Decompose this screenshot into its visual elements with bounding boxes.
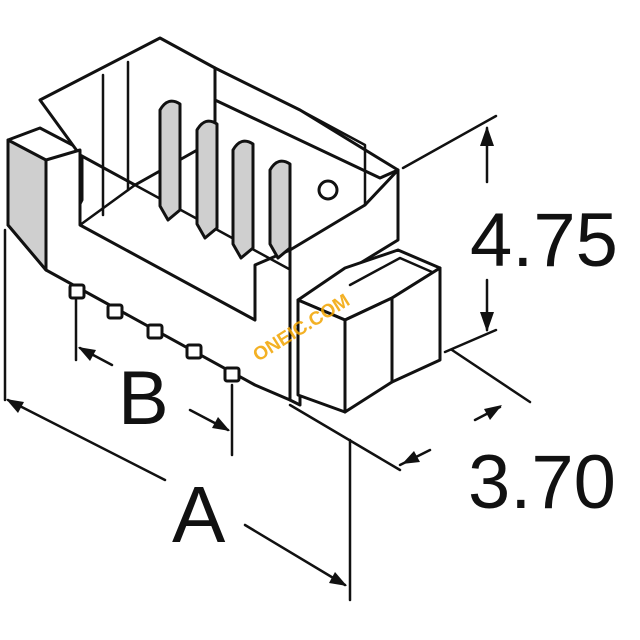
a-line-left — [6, 398, 167, 482]
pin-1 — [158, 99, 182, 222]
mounting-tab — [296, 248, 442, 414]
a-line-right — [243, 523, 347, 587]
tail-5 — [223, 366, 241, 383]
a-arrowhead-right — [329, 572, 347, 586]
width-dimension-label: A — [172, 470, 226, 559]
left-end-face — [6, 138, 48, 272]
height-ext-bottom — [443, 328, 498, 354]
depth-ext-right — [450, 348, 532, 404]
right-top-edge — [298, 108, 367, 207]
solder-tails — [68, 283, 241, 383]
b-arrowhead-right — [212, 417, 230, 431]
latch-dimple — [317, 179, 339, 201]
tab-left-face — [296, 298, 347, 414]
tail-2 — [106, 303, 124, 320]
height-ext-top — [401, 114, 498, 170]
dimension-lines — [3, 114, 532, 602]
tail-1 — [68, 283, 86, 300]
height-dimension-label: 4.75 — [470, 198, 618, 283]
b-arrowhead-left — [78, 347, 96, 361]
pin-3 — [231, 139, 255, 260]
depth-ext-left — [288, 403, 402, 472]
pitch-dimension-label: B — [118, 356, 169, 441]
a-arrowhead-left — [6, 399, 24, 413]
tail-3 — [146, 323, 164, 340]
tab-lip — [348, 256, 434, 287]
height-arrowhead-top — [480, 126, 494, 146]
tab-front — [343, 296, 394, 414]
height-arrowhead-bottom — [480, 312, 494, 332]
pin-2 — [195, 119, 219, 240]
depth-dimension-label: 3.70 — [468, 440, 616, 525]
depth-arrowhead-2 — [402, 451, 420, 464]
tail-4 — [185, 343, 203, 360]
tab-side — [390, 266, 442, 384]
pins — [101, 60, 292, 260]
right-top-rail — [213, 66, 400, 180]
pin-4 — [268, 159, 292, 260]
depth-arrowhead-1 — [484, 405, 502, 420]
